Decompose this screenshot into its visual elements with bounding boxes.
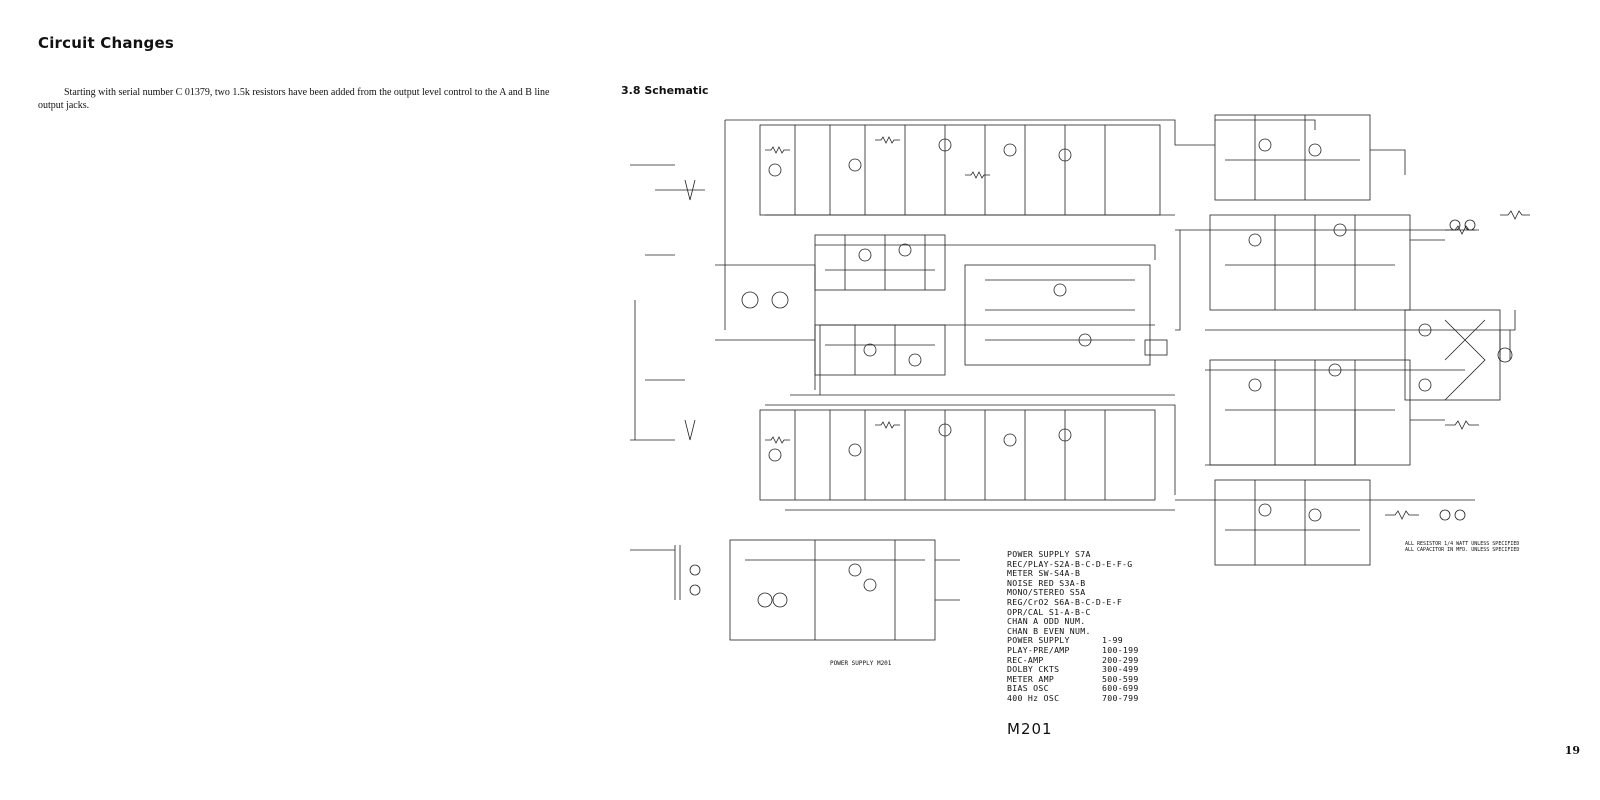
legend-key: CHAN B EVEN NUM. xyxy=(1007,625,1091,636)
dolby-block-b xyxy=(814,324,946,376)
resistor-note: ALL RESISTOR 1/4 WATT UNLESS SPECIFIED A… xyxy=(1405,541,1519,553)
legend-row: CHAN B EVEN NUM. xyxy=(1007,625,1139,637)
legend-key: MONO/STEREO S5A xyxy=(1007,587,1086,598)
legend-key: POWER SUPPLY xyxy=(1007,635,1070,646)
legend-row: REG/CrO2 S6A-B-C-D-E-F xyxy=(1007,596,1139,608)
circuit-change-paragraph: Starting with serial number C 01379, two… xyxy=(38,86,558,112)
legend-row: CHAN A ODD NUM. xyxy=(1007,617,1139,627)
legend-key: METER SW-S4A-B xyxy=(1007,568,1081,579)
bus-lines xyxy=(724,119,1516,511)
legend-row: PLAY-PRE/AMP 100-199 xyxy=(1007,644,1139,656)
resistor-note-line: ALL RESISTOR 1/4 WATT UNLESS SPECIFIED xyxy=(1405,541,1520,547)
legend-key: METER AMP xyxy=(1007,673,1055,684)
legend-key: REC/PLAY-S2A-B-C-D-E-F-G xyxy=(1007,558,1133,569)
psu-caption: POWER SUPPLY M201 xyxy=(830,660,892,667)
play-preamp-a xyxy=(1214,114,1406,201)
legend-key: OPR/CAL S1-A-B-C xyxy=(1007,606,1091,617)
legend-row: 400 Hz OSC 700-799 xyxy=(1007,692,1139,704)
rec-amp-a xyxy=(1209,214,1479,311)
legend-key: CHAN A ODD NUM. xyxy=(1007,616,1086,627)
legend-row: DOLBY CKTS 300-499 xyxy=(1007,665,1139,675)
play-preamp-b xyxy=(1214,479,1466,566)
legend-row: NOISE RED S3A-B xyxy=(1007,577,1139,589)
input-section xyxy=(630,164,816,441)
legend-value: 500-599 xyxy=(1102,673,1139,684)
legend-row: POWER SUPPLY S7A xyxy=(1007,549,1139,560)
page-title: Circuit Changes xyxy=(38,34,174,52)
legend-value: 1-99 xyxy=(1102,635,1123,646)
resistor-note-line: ALL CAPACITOR IN MFD. UNLESS SPECIFIED xyxy=(1405,547,1520,553)
legend-key: DOLBY CKTS xyxy=(1007,664,1060,675)
legend-value: 600-699 xyxy=(1102,683,1139,694)
legend-row: METER AMP 500-599 xyxy=(1007,673,1139,685)
legend-value: 700-799 xyxy=(1102,692,1139,703)
legend-key: NOISE RED S3A-B xyxy=(1007,577,1086,588)
model-number: M201 xyxy=(1007,720,1053,738)
bias-osc xyxy=(1404,210,1530,401)
channel-b-block xyxy=(759,409,1156,501)
rec-amp-b xyxy=(1209,359,1479,466)
switch-legend: POWER SUPPLY S7A REC/PLAY-S2A-B-C-D-E-F-… xyxy=(1007,549,1139,704)
legend-key: POWER SUPPLY S7A xyxy=(1007,549,1091,559)
legend-key: PLAY-PRE/AMP xyxy=(1007,644,1070,655)
legend-row: OPR/CAL S1-A-B-C xyxy=(1007,606,1139,618)
legend-value: 100-199 xyxy=(1102,644,1139,655)
legend-row: POWER SUPPLY 1-99 xyxy=(1007,636,1139,646)
legend-row: REC/PLAY-S2A-B-C-D-E-F-G xyxy=(1007,558,1139,570)
legend-key: BIAS OSC xyxy=(1007,683,1049,694)
dolby-block-a xyxy=(814,234,946,291)
legend-key: 400 Hz OSC xyxy=(1007,692,1060,703)
legend-row: BIAS OSC 600-699 xyxy=(1007,684,1139,694)
paragraph-text: Starting with serial number C 01379, two… xyxy=(38,87,550,111)
legend-row: METER SW-S4A-B xyxy=(1007,569,1139,579)
power-supply xyxy=(630,539,960,641)
schematic-diagram xyxy=(630,114,1530,641)
legend-value: 200-299 xyxy=(1102,654,1139,665)
channel-a-block xyxy=(759,124,1161,216)
legend-key: REC-AMP xyxy=(1007,654,1044,665)
right-page: 3.8 Schematic xyxy=(615,0,1600,800)
section-title: 3.8 Schematic xyxy=(621,84,709,97)
legend-row: MONO/STEREO S5A xyxy=(1007,588,1139,598)
page-number: 19 xyxy=(1564,744,1580,757)
legend-value: 300-499 xyxy=(1102,664,1139,675)
left-page: Circuit Changes Starting with serial num… xyxy=(0,0,615,800)
legend-key: REG/CrO2 S6A-B-C-D-E-F xyxy=(1007,596,1123,607)
meter-block xyxy=(964,264,1168,366)
legend-row: REC-AMP 200-299 xyxy=(1007,654,1139,666)
